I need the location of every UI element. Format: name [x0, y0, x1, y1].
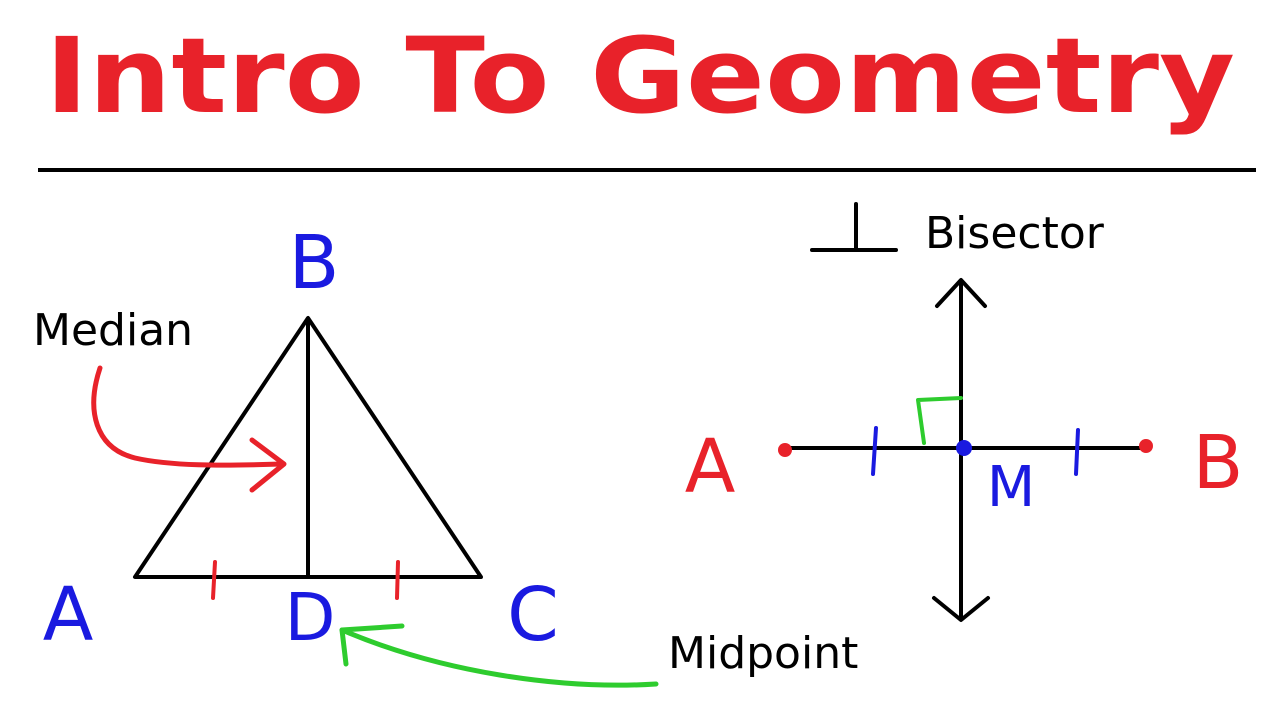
- tick-mark-mb: [1074, 428, 1080, 476]
- arrow-up-icon: [935, 278, 987, 308]
- page-title: Intro To Geometry: [45, 15, 1235, 137]
- triangle-figure: B A C D Median Midpoint: [33, 220, 858, 688]
- endpoint-b-dot: [1139, 439, 1153, 453]
- midpoint-label-m: M: [987, 455, 1035, 520]
- median-callout-label: Median: [33, 305, 193, 356]
- bisector-endpoint-a-label: A: [685, 424, 736, 510]
- midpoint-arrow-icon: [339, 627, 659, 688]
- arrow-down-icon: [932, 596, 990, 622]
- bisector-figure: Bisector A B M: [685, 202, 1244, 622]
- tick-mark-ad: [211, 560, 217, 600]
- vertex-label-c: C: [507, 572, 559, 658]
- tick-mark-dc: [395, 560, 400, 600]
- vertex-label-a: A: [43, 572, 94, 658]
- bisector-endpoint-b-label: B: [1193, 420, 1244, 506]
- perpendicular-icon: [810, 202, 898, 252]
- midpoint-arrowhead-icon: [339, 623, 405, 667]
- midpoint-m-dot: [956, 440, 972, 456]
- midpoint-label-d: D: [285, 579, 336, 656]
- tick-mark-am: [871, 426, 878, 476]
- bisector-heading: Bisector: [925, 208, 1105, 259]
- endpoint-a-dot: [778, 443, 792, 457]
- vertex-label-b: B: [289, 220, 340, 306]
- midpoint-callout-label: Midpoint: [668, 628, 858, 679]
- right-angle-marker-icon: [916, 396, 963, 445]
- median-arrow-icon: [91, 365, 285, 468]
- median-arrowhead-icon: [249, 437, 287, 493]
